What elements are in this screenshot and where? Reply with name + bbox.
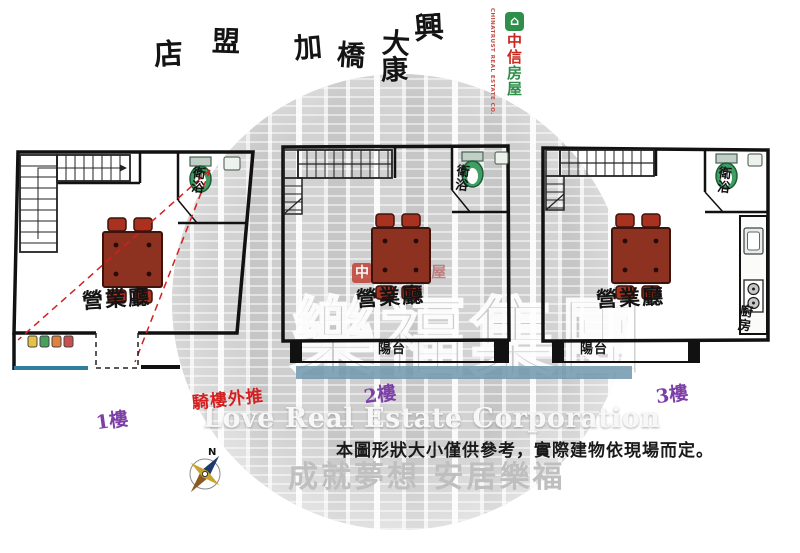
chinatrust-mark-watermark: 中 bbox=[352, 263, 372, 283]
logo-char-zhong: 中 bbox=[506, 32, 522, 50]
watermark-slogan: 成就夢想 安居樂福 bbox=[288, 460, 566, 495]
floor-tag-2f: 2樓 bbox=[362, 381, 398, 409]
hall-label-1f: 營業廳 bbox=[81, 283, 152, 314]
floor-tag-1f: 1樓 bbox=[94, 407, 130, 435]
logo-char-xin: 信 bbox=[506, 48, 522, 66]
store-name-char-7: 店 bbox=[153, 36, 184, 72]
watermark-company-en: Love Real Estate Corporation bbox=[203, 403, 661, 434]
compass: N bbox=[189, 447, 221, 493]
kitchen-label-3f: 廚房 bbox=[734, 303, 753, 333]
store-name-char-5: 加 bbox=[292, 29, 324, 66]
compass-needle bbox=[190, 455, 220, 493]
waiting-stools bbox=[27, 335, 74, 348]
staircase-1f bbox=[19, 154, 131, 253]
hall-label-3f: 營業廳 bbox=[595, 283, 666, 312]
store-name-char-3: 康 bbox=[380, 54, 409, 87]
floorplan-3f bbox=[541, 146, 770, 363]
basin-2f bbox=[494, 151, 509, 165]
chinatrust-house-icon: ⌂ bbox=[505, 12, 524, 31]
watermark-blue-bar bbox=[296, 366, 632, 379]
balcony-3f bbox=[552, 340, 700, 363]
bath-label-3f: 衛浴 bbox=[713, 165, 732, 195]
entrance-dashes bbox=[95, 333, 139, 369]
staircase-3f bbox=[545, 149, 655, 211]
walls-3f bbox=[541, 146, 770, 343]
store-name-char-4: 橋 bbox=[335, 38, 367, 73]
walls-1f bbox=[12, 150, 255, 370]
compass-north-label: N bbox=[208, 447, 216, 458]
disclaimer-text: 本圖形狀大小僅供參考，實際建物依現場而定。 bbox=[336, 441, 714, 461]
chinatrust-company-en: CHINATRUST REAL ESTATE CO. bbox=[489, 8, 495, 115]
dining-set-2f bbox=[371, 213, 431, 300]
staircase-2f bbox=[283, 149, 393, 215]
basin-1f bbox=[223, 156, 241, 171]
hall-label-2f: 營業廳 bbox=[355, 281, 426, 312]
arcade-guide-dashes bbox=[17, 169, 211, 363]
kitchen-3f bbox=[739, 215, 768, 335]
logo-char-wu: 屋 bbox=[506, 80, 522, 98]
toilet-3f bbox=[715, 153, 763, 190]
toilet-2f bbox=[461, 151, 509, 188]
balcony-label-3f: 陽台 bbox=[580, 342, 609, 357]
dining-set-3f bbox=[611, 213, 671, 300]
floorplan-2f bbox=[281, 144, 511, 363]
bath-label-1f: 衛浴 bbox=[187, 165, 206, 195]
store-name-char-6: 盟 bbox=[211, 24, 241, 59]
bath-label-2f: 衛浴 bbox=[451, 163, 470, 193]
balcony-2f bbox=[290, 340, 509, 363]
logo-char-fang: 房 bbox=[506, 64, 522, 82]
store-name-char-1: 興 bbox=[412, 9, 446, 48]
basin-3f bbox=[747, 153, 763, 167]
stair-arrowhead-1f bbox=[120, 164, 127, 172]
floorplan-1f bbox=[12, 150, 255, 370]
balcony-label-2f: 陽台 bbox=[378, 342, 407, 357]
dining-set-1f bbox=[102, 217, 163, 304]
floor-tag-3f: 3樓 bbox=[654, 381, 690, 409]
